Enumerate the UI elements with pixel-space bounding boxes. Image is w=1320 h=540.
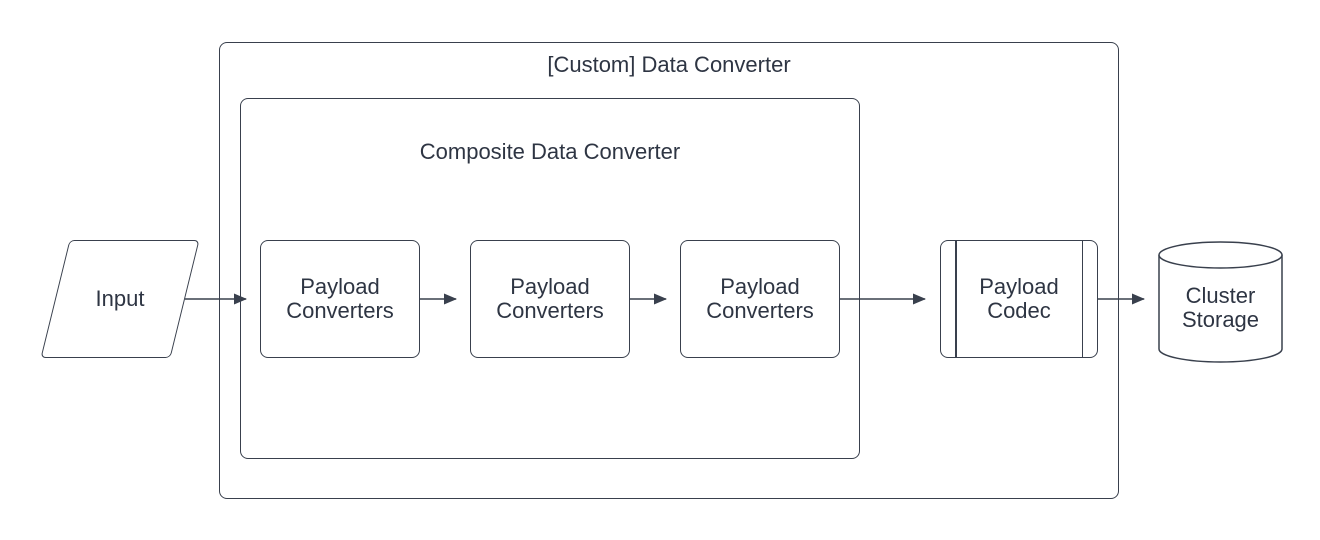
payload-converters-node-1: Payload Converters — [260, 240, 420, 358]
payload-converters-label-2: Payload Converters — [496, 274, 604, 323]
payload-converters-label-3: Payload Converters — [706, 274, 814, 323]
payload-converters-node-3: Payload Converters — [680, 240, 840, 358]
payload-converters-label-1: Payload Converters — [286, 274, 394, 323]
composite-data-converter-container: Composite Data Converter — [240, 98, 860, 459]
payload-converters-node-2: Payload Converters — [470, 240, 630, 358]
payload-codec-label: Payload Codec — [979, 274, 1059, 323]
codec-left-bar — [955, 241, 957, 357]
cluster-storage-label: Cluster Storage — [1181, 283, 1260, 332]
payload-codec-node: Payload Codec — [940, 240, 1098, 358]
codec-right-bar — [1081, 241, 1083, 357]
custom-data-converter-container: [Custom] Data Converter — [219, 42, 1119, 499]
custom-data-converter-title: [Custom] Data Converter — [547, 52, 791, 77]
composite-data-converter-title: Composite Data Converter — [419, 139, 681, 164]
input-label: Input — [95, 286, 145, 311]
